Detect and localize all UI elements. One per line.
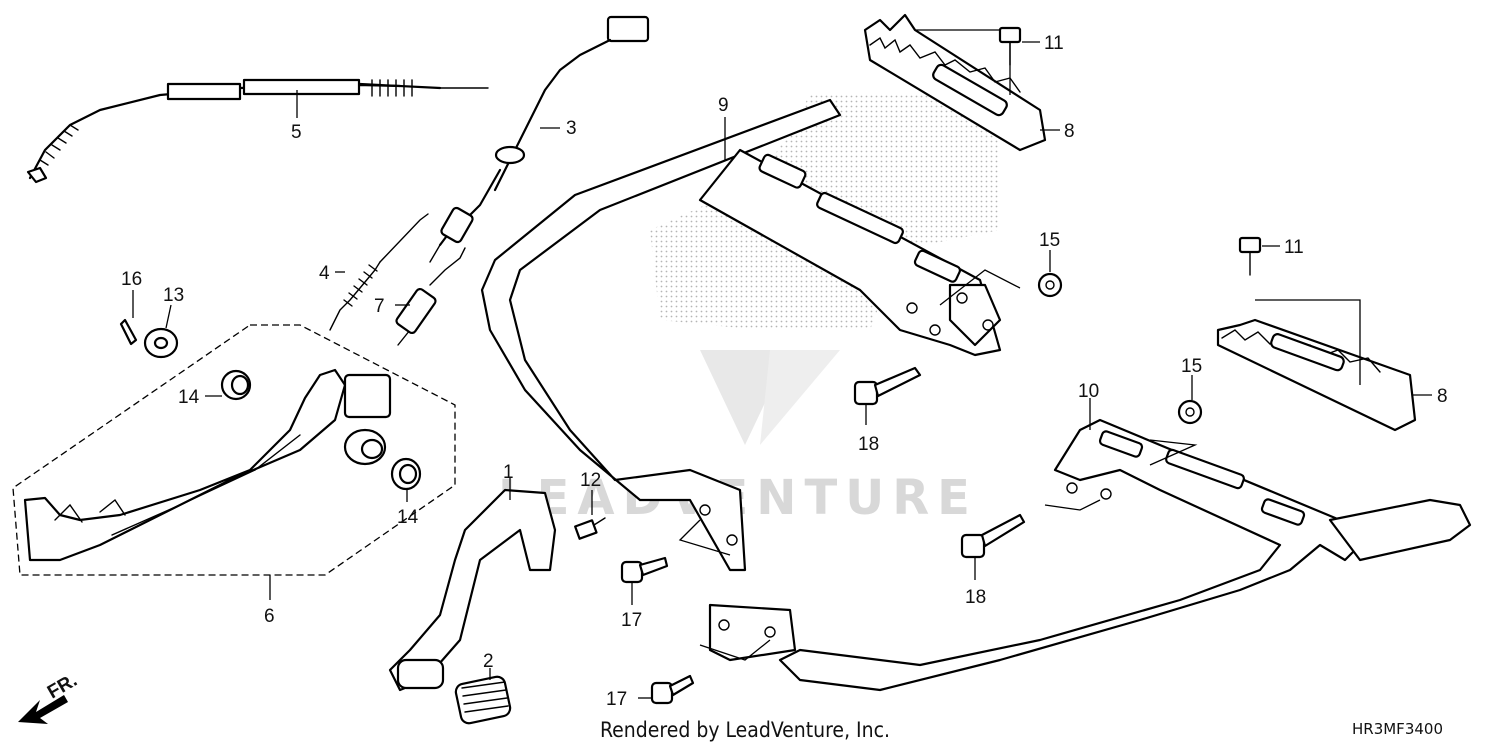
callout-17-lower[interactable]: 17 xyxy=(606,689,627,710)
brake-pedal-assembly-outline xyxy=(12,324,456,576)
leader-8b-ref xyxy=(1255,299,1361,385)
callout-5[interactable]: 5 xyxy=(291,122,302,143)
leader-15a-ref xyxy=(939,269,1021,306)
footrest-bar-right-part[interactable] xyxy=(480,98,1002,572)
callout-12[interactable]: 12 xyxy=(580,470,601,491)
pedal-pad-part[interactable] xyxy=(454,675,512,725)
cotter-pin-part[interactable] xyxy=(119,318,138,346)
brake-pedal-part[interactable] xyxy=(23,368,392,562)
callout-11-lower[interactable]: 11 xyxy=(1284,237,1304,258)
callout-18-lower[interactable]: 18 xyxy=(965,587,986,608)
bolt-lower-part[interactable] xyxy=(1238,236,1262,276)
callout-11-upper[interactable]: 11 xyxy=(1044,33,1064,54)
pedal-arm-part[interactable] xyxy=(388,488,557,692)
front-marker-label: FR. xyxy=(44,670,81,703)
bushing-lower-part[interactable] xyxy=(390,457,422,491)
render-credit: Rendered by LeadVenture, Inc. xyxy=(600,718,890,742)
nut-lower-part[interactable] xyxy=(1177,399,1203,425)
diagram-code: HR3MF3400 xyxy=(1352,720,1443,738)
callout-13[interactable]: 13 xyxy=(163,285,184,306)
bushing-upper-part[interactable] xyxy=(220,369,252,401)
front-direction-arrow-icon xyxy=(18,695,68,724)
callout-7[interactable]: 7 xyxy=(374,296,385,317)
callout-6[interactable]: 6 xyxy=(264,606,275,627)
callout-15-upper[interactable]: 15 xyxy=(1039,230,1060,251)
flange-bolt-17-lower-part[interactable] xyxy=(650,674,695,705)
leader-18b-ref xyxy=(1044,499,1101,511)
throttle-cable-part[interactable] xyxy=(26,78,489,184)
callout-2[interactable]: 2 xyxy=(483,651,494,672)
flange-bolt-upper-part[interactable] xyxy=(853,366,922,406)
callout-8-upper[interactable]: 8 xyxy=(1064,121,1075,142)
callout-15-lower[interactable]: 15 xyxy=(1181,356,1202,377)
callout-14-upper[interactable]: 14 xyxy=(178,387,200,408)
step-plate-upper-part[interactable] xyxy=(863,13,1047,152)
return-spring-part[interactable] xyxy=(329,213,429,331)
flange-bolt-17-upper-part[interactable] xyxy=(620,556,669,584)
footrest-bar-left-part[interactable] xyxy=(708,418,1472,692)
bolt-upper-part[interactable] xyxy=(998,26,1022,66)
bolt-small-part[interactable] xyxy=(574,517,606,540)
brake-switch-harness-part[interactable] xyxy=(429,15,650,263)
callout-10[interactable]: 10 xyxy=(1078,381,1099,402)
step-plate-lower-part[interactable] xyxy=(1216,318,1417,432)
callout-8-lower[interactable]: 8 xyxy=(1437,386,1448,407)
leader-17b-ref xyxy=(699,639,771,661)
callout-1[interactable]: 1 xyxy=(503,462,514,483)
callout-14-lower[interactable]: 14 xyxy=(397,507,419,528)
flange-bolt-lower-part[interactable] xyxy=(960,513,1026,559)
callout-17-upper[interactable]: 17 xyxy=(621,610,642,631)
callout-3[interactable]: 3 xyxy=(566,118,577,139)
callout-16[interactable]: 16 xyxy=(121,269,142,290)
callout-9[interactable]: 9 xyxy=(718,95,729,116)
nut-upper-part[interactable] xyxy=(1037,272,1063,298)
leader-13 xyxy=(165,304,172,329)
washer-part[interactable] xyxy=(143,327,179,359)
leader-17a-ref xyxy=(678,519,731,556)
callout-18-upper[interactable]: 18 xyxy=(858,434,879,455)
leader-15b-ref xyxy=(1149,439,1198,466)
callout-4[interactable]: 4 xyxy=(319,263,330,284)
